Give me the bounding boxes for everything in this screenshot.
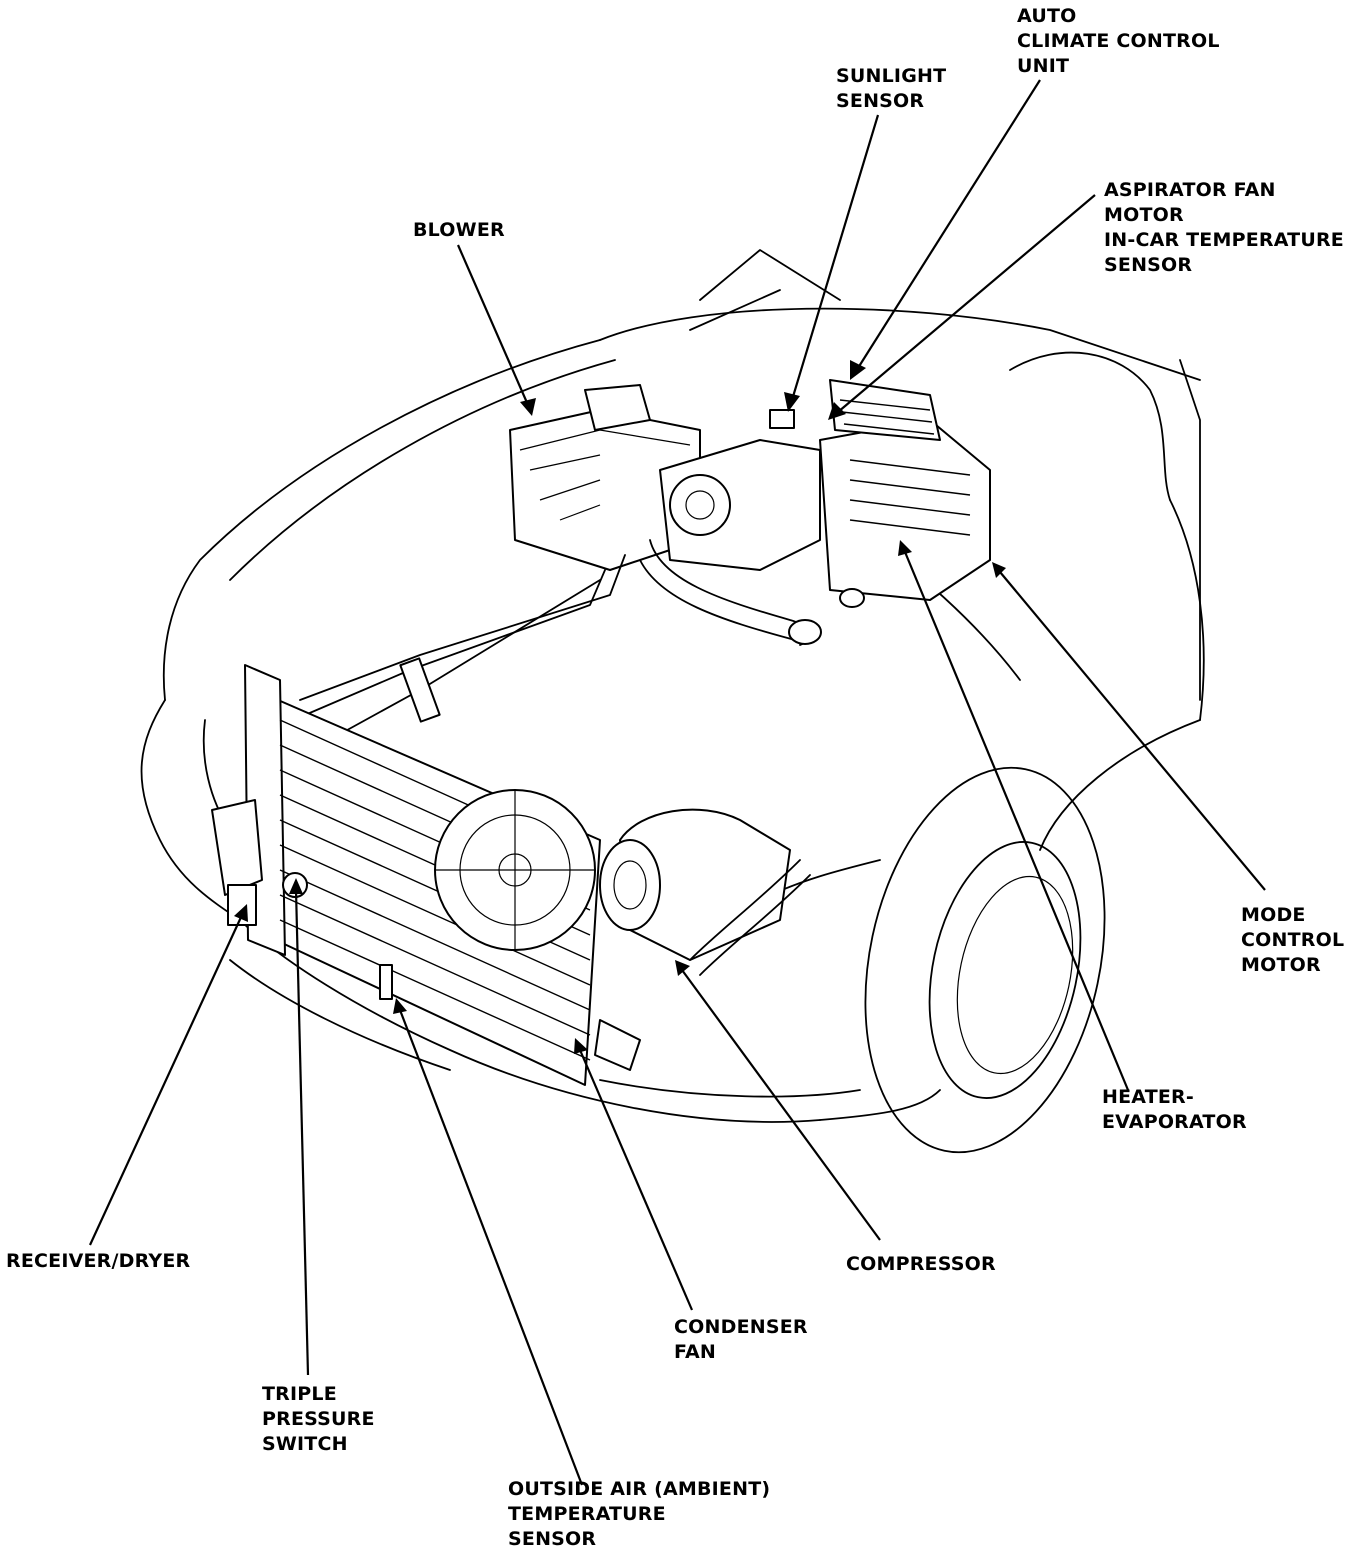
label-line: TRIPLE bbox=[262, 1383, 337, 1405]
label-line: CLIMATE CONTROL bbox=[1017, 30, 1220, 52]
label-receiver-dryer: RECEIVER/DRYER bbox=[6, 1249, 190, 1274]
label-line: SUNLIGHT bbox=[836, 65, 947, 87]
label-blower: BLOWER bbox=[413, 218, 505, 243]
label-line: SENSOR bbox=[508, 1528, 597, 1550]
label-line: MOTOR bbox=[1241, 954, 1321, 976]
refrigerant-lines bbox=[299, 554, 626, 746]
label-line: FAN bbox=[674, 1341, 717, 1363]
label-line: BLOWER bbox=[413, 219, 505, 241]
condenser bbox=[211, 664, 601, 1086]
label-line: SWITCH bbox=[262, 1433, 348, 1455]
label-line: COMPRESSOR bbox=[846, 1253, 996, 1275]
label-line: UNIT bbox=[1017, 55, 1070, 77]
label-sunlight-sensor: SUNLIGHT SENSOR bbox=[836, 64, 946, 114]
label-line: OUTSIDE AIR (AMBIENT) bbox=[508, 1478, 771, 1500]
label-line: SENSOR bbox=[836, 90, 925, 112]
label-line: RECEIVER/DRYER bbox=[6, 1250, 191, 1272]
label-line: PRESSURE bbox=[262, 1408, 375, 1430]
label-mode-control-motor: MODE CONTROL MOTOR bbox=[1241, 903, 1344, 978]
label-line: IN-CAR TEMPERATURE bbox=[1104, 229, 1344, 251]
label-heater-evaporator: HEATER- EVAPORATOR bbox=[1102, 1085, 1247, 1135]
car-body-outline bbox=[140, 249, 1205, 1123]
label-triple-pressure-switch: TRIPLE PRESSURE SWITCH bbox=[262, 1382, 375, 1457]
label-line: SENSOR bbox=[1104, 254, 1193, 276]
leader-lines bbox=[89, 79, 1266, 1486]
label-line: CONDENSER bbox=[674, 1316, 808, 1338]
label-line: MODE bbox=[1241, 904, 1306, 926]
label-auto-climate-control-unit: AUTO CLIMATE CONTROL UNIT bbox=[1017, 4, 1220, 79]
label-line: ASPIRATOR FAN bbox=[1104, 179, 1276, 201]
label-line: EVAPORATOR bbox=[1102, 1111, 1247, 1133]
label-line: TEMPERATURE bbox=[508, 1503, 666, 1525]
label-line: MOTOR bbox=[1104, 204, 1184, 226]
label-line: CONTROL bbox=[1241, 929, 1345, 951]
label-line: AUTO bbox=[1017, 5, 1077, 27]
compressor bbox=[594, 808, 811, 1071]
hvac-unit bbox=[509, 379, 991, 646]
label-compressor: COMPRESSOR bbox=[846, 1252, 996, 1277]
label-aspirator-fan-motor: ASPIRATOR FAN MOTOR IN-CAR TEMPERATURE S… bbox=[1104, 178, 1344, 278]
front-wheel bbox=[864, 766, 1106, 1154]
label-outside-air-temperature-sensor: OUTSIDE AIR (AMBIENT) TEMPERATURE SENSOR bbox=[508, 1477, 770, 1552]
label-condenser-fan: CONDENSER FAN bbox=[674, 1315, 808, 1365]
label-line: HEATER- bbox=[1102, 1086, 1194, 1108]
